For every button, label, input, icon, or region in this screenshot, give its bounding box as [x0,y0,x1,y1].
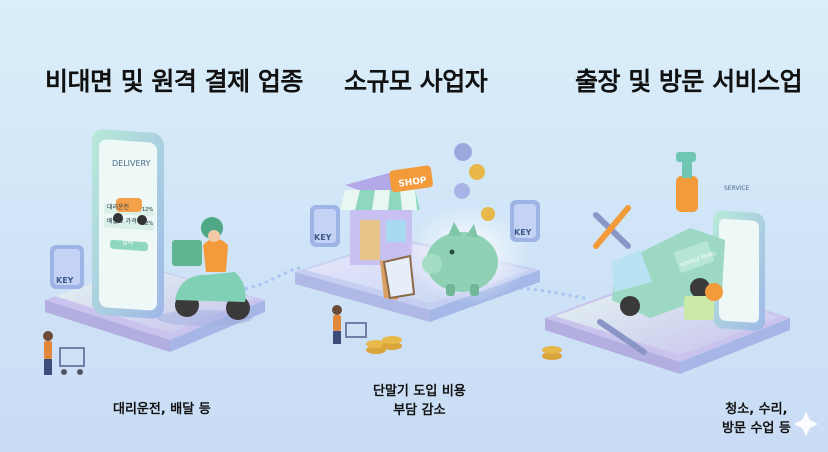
delivery-row-1: 대리운전 [107,203,129,211]
caption-visiting-service: 청소, 수리, 방문 수업 등 [722,400,791,438]
wrench-platform [597,319,647,355]
piggy-bank [406,204,530,304]
title-visiting-service: 출장 및 방문 서비스업 [575,67,803,96]
service-phone [713,210,765,331]
delivery-screen-header: DELIVERY [112,159,151,168]
key-tile-left [50,245,84,289]
service-screen-header: SERVICE [724,185,750,192]
wrench-screwdriver [593,205,631,249]
delivery-phone [92,129,164,319]
service-van [612,228,725,318]
shopper-left [43,331,85,375]
delivery-pay-button: 결제 [122,238,133,246]
shop-building [340,165,433,265]
caption-line: 청소, 수리, [725,402,788,417]
delivery-row-2-value: 12% [142,221,153,227]
sparkle-icon [794,412,818,436]
connector-line-1 [237,266,301,292]
coin-stack-center [366,336,402,354]
caption-remote-payment: 대리운전, 배달 등 [113,400,211,419]
shop-sign-text: SHOP [398,176,428,190]
key-label-left: KEY [56,276,74,285]
caption-line: 대리운전, 배달 등 [113,402,211,417]
delivery-row-1-value: 12% [142,207,153,213]
key-label-center-right: KEY [514,228,532,237]
key-tile-center-right [510,200,540,242]
title-remote-payment: 비대면 및 원격 결제 업종 [45,67,303,96]
key-label-center-left: KEY [314,233,332,242]
caption-line: 부담 감소 [393,403,446,418]
floating-coins [454,143,495,221]
caption-small-business: 단말기 도입 비용 부담 감소 [373,382,466,420]
sign-board [380,254,416,300]
title-small-business: 소규모 사업자 [344,67,488,96]
connector-line-2 [519,286,586,300]
paint-bucket [684,283,723,320]
caption-line: 단말기 도입 비용 [373,384,466,399]
right-platform [545,275,790,374]
spray-bottle [676,152,698,212]
coin-stack-right [542,346,562,360]
shopper-center [332,305,367,344]
delivery-rider [157,217,253,326]
key-tile-center-left [310,205,340,247]
delivery-row-2: 배달료 가격 [107,217,137,225]
caption-line: 방문 수업 등 [722,421,791,436]
